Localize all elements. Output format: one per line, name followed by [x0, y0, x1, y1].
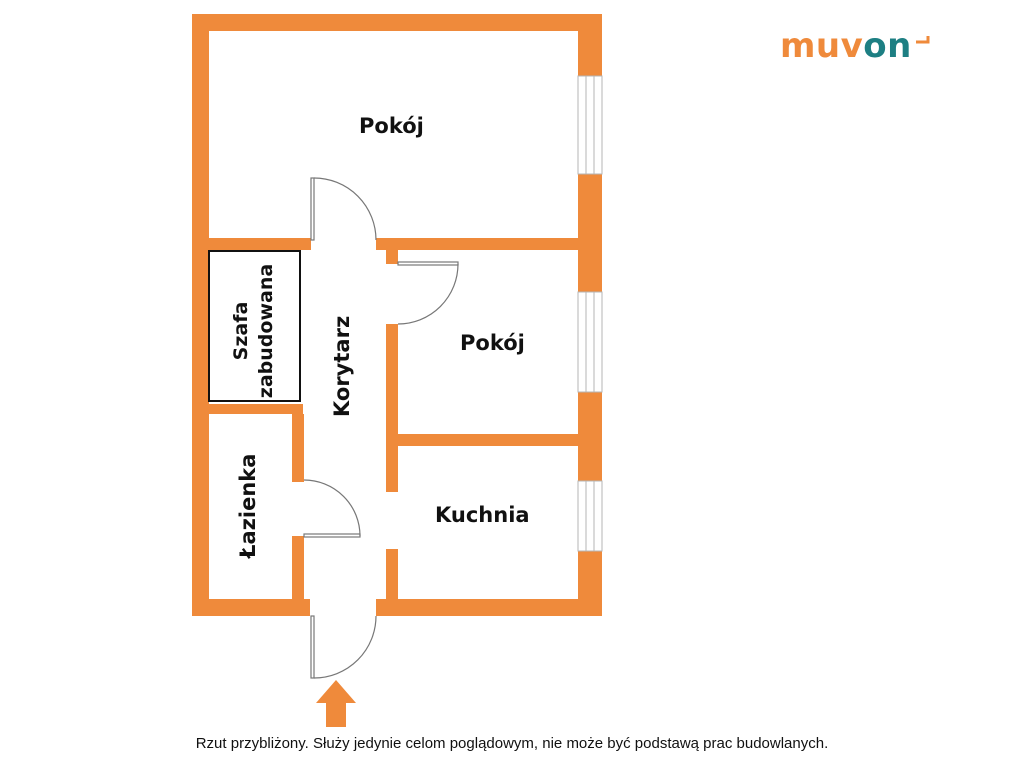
window-2 — [577, 291, 603, 393]
brand-logo: muvon — [780, 26, 912, 66]
disclaimer-caption: Rzut przybliżony. Służy jedynie celom po… — [195, 735, 829, 752]
room-label-szafa: Szafa zabudowana — [229, 256, 281, 406]
wardrobe-box — [208, 250, 301, 402]
wall-top — [192, 14, 602, 31]
brand-logo-part1: muv — [780, 26, 864, 66]
szafa-label-line2: zabudowana — [255, 263, 277, 399]
brand-mark-icon — [916, 36, 930, 44]
wall-bottom-left — [192, 599, 310, 616]
room-label-pokoj-small: Pokój — [460, 331, 525, 355]
doors — [303, 177, 459, 679]
door-pokoj-small-swing — [397, 263, 459, 325]
door-entrance-leaf — [310, 615, 315, 679]
wall-lazienka-lower — [292, 536, 304, 599]
door-pokoj-small-leaf — [397, 261, 459, 266]
window-3 — [577, 480, 603, 552]
szafa-label-line1: Szafa — [230, 301, 252, 361]
room-label-lazienka: Łazienka — [236, 453, 260, 558]
windows — [577, 75, 603, 552]
door-pokoj-large-leaf — [310, 177, 315, 241]
room-label-kuchnia: Kuchnia — [435, 503, 530, 527]
wall-left — [192, 14, 209, 616]
door-lazienka-swing — [303, 479, 361, 537]
wall-bottom-right — [376, 599, 602, 616]
door-entrance-swing — [313, 615, 377, 679]
wall-pokoj-bottom-right — [376, 238, 578, 250]
wall-pokoj-bottom-left — [209, 238, 311, 250]
wall-korytarz-right-lower — [386, 549, 398, 599]
wall-lazienka-upper — [292, 414, 304, 482]
interior-walls — [209, 238, 578, 599]
wall-pokoj-kuchnia — [398, 434, 578, 446]
wall-korytarz-right-upper — [386, 250, 398, 264]
window-1 — [577, 75, 603, 175]
door-pokoj-large-swing — [313, 177, 377, 241]
room-label-pokoj-large: Pokój — [359, 114, 424, 138]
up-arrow-icon — [316, 680, 356, 727]
room-label-korytarz: Korytarz — [330, 315, 354, 417]
brand-logo-part2: on — [863, 26, 912, 66]
wall-szafa-lazienka — [209, 404, 303, 414]
wall-korytarz-right-mid — [386, 324, 398, 492]
door-lazienka-leaf — [303, 533, 361, 538]
